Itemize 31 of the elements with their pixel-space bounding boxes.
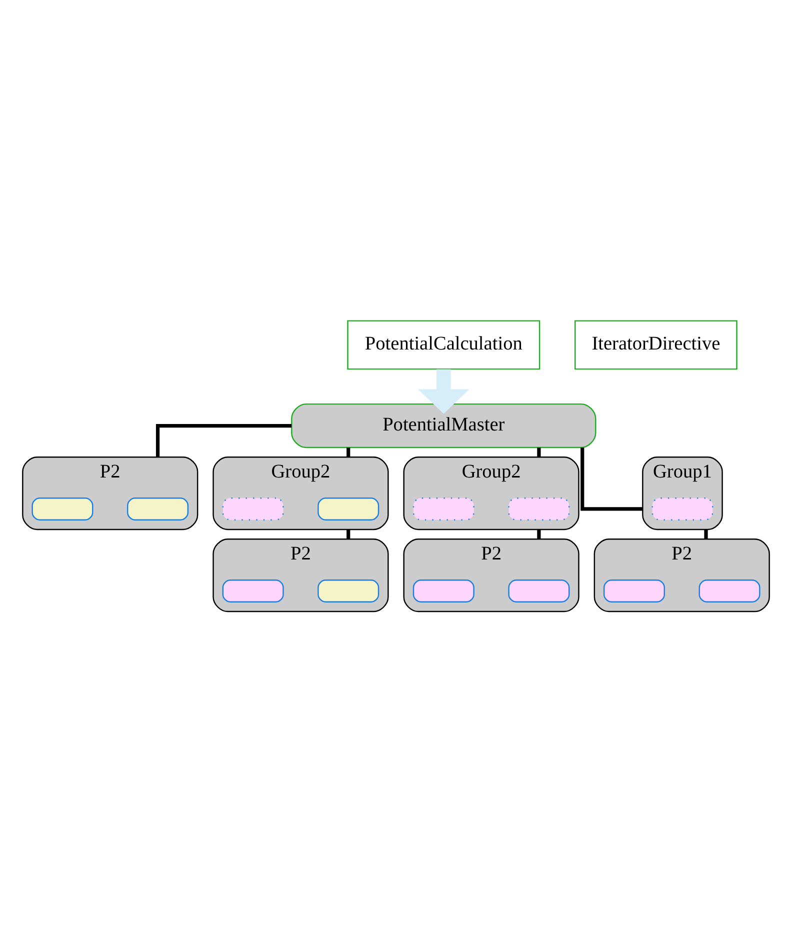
connector bbox=[537, 448, 541, 458]
node-box bbox=[32, 498, 94, 520]
cluster: P2 bbox=[594, 538, 770, 612]
cluster: P2 bbox=[403, 538, 580, 612]
node-box: PotentialMaster bbox=[291, 403, 596, 448]
cluster: P2 bbox=[212, 538, 389, 612]
node-box bbox=[508, 498, 570, 520]
node-box bbox=[127, 498, 189, 520]
connector bbox=[704, 530, 708, 540]
node-box bbox=[318, 498, 380, 520]
connector bbox=[346, 448, 350, 458]
cluster: P2 bbox=[22, 456, 198, 530]
node-box bbox=[222, 498, 284, 520]
node-box: IteratorDirective bbox=[574, 320, 738, 370]
node-box bbox=[508, 580, 570, 602]
connector bbox=[537, 530, 541, 540]
connector bbox=[156, 424, 292, 458]
node-box bbox=[603, 580, 665, 602]
node-box: PotentialCalculation bbox=[347, 320, 540, 370]
node-box bbox=[412, 580, 474, 602]
connector bbox=[580, 448, 643, 511]
cluster: Group2 bbox=[212, 456, 389, 530]
node-box bbox=[652, 498, 714, 520]
node-box bbox=[698, 580, 760, 602]
node-box bbox=[412, 498, 474, 520]
node-box bbox=[318, 580, 380, 602]
arrow bbox=[418, 369, 470, 414]
cluster: Group2 bbox=[403, 456, 580, 530]
node-box bbox=[222, 580, 284, 602]
connector bbox=[346, 530, 350, 540]
cluster: Group1 bbox=[642, 456, 723, 530]
